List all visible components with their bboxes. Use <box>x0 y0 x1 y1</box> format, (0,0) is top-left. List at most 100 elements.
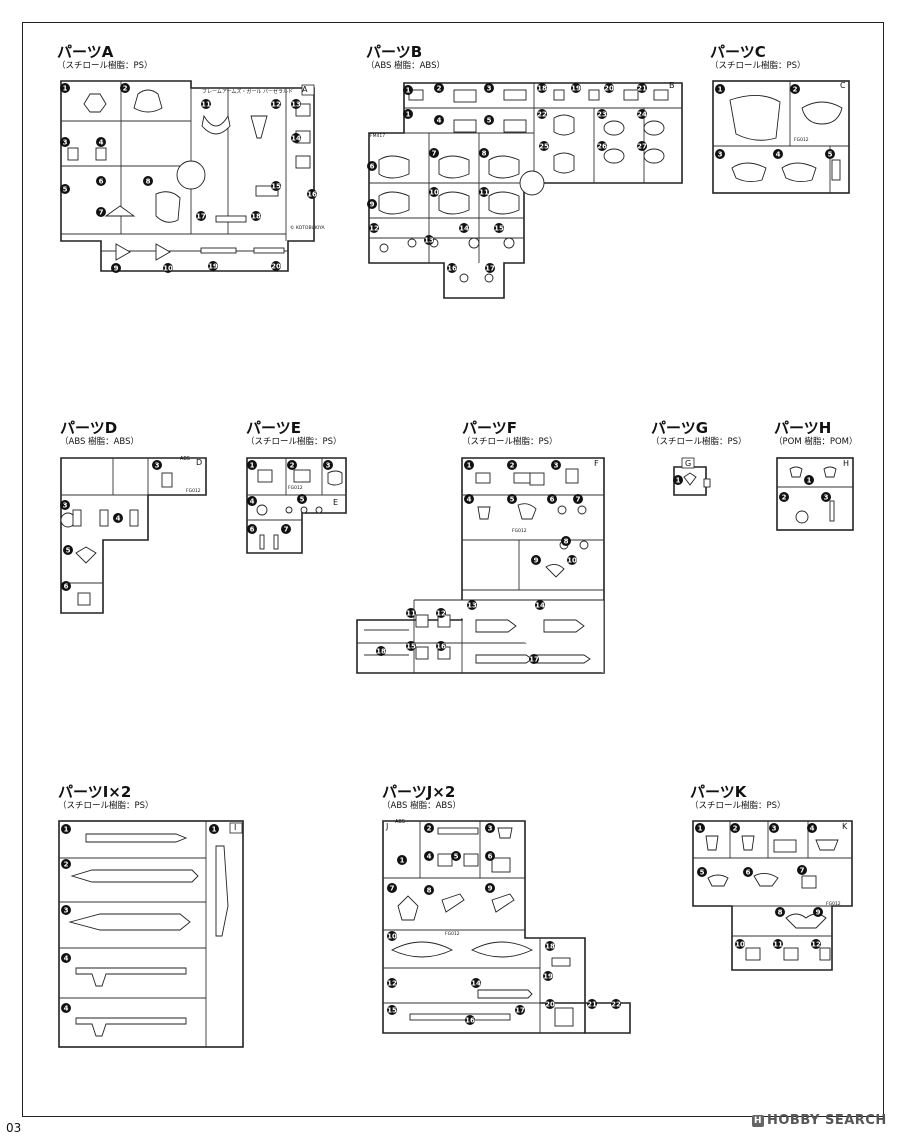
svg-text:12: 12 <box>271 101 281 109</box>
svg-text:14: 14 <box>459 225 469 233</box>
svg-text:1: 1 <box>406 87 411 95</box>
parts-b-title: パーツB <box>366 43 423 61</box>
svg-text:4: 4 <box>116 515 121 523</box>
svg-text:15: 15 <box>494 225 504 233</box>
svg-text:3: 3 <box>554 462 559 470</box>
hobbysearch-logo-icon: H <box>752 1115 764 1127</box>
svg-text:18: 18 <box>251 213 261 221</box>
svg-text:1: 1 <box>718 86 723 94</box>
svg-text:2: 2 <box>64 861 69 869</box>
runner-d-diagram: 3 3 4 5 6 <box>60 457 207 614</box>
svg-text:16: 16 <box>307 191 317 199</box>
svg-text:18: 18 <box>537 85 547 93</box>
runner-d-code: FG012 <box>186 489 201 494</box>
runner-f-diagram: 1 2 3 4 5 6 7 8 9 10 11 12 13 14 15 16 1… <box>356 457 605 674</box>
svg-text:25: 25 <box>539 143 549 151</box>
runner-i-letter: I <box>234 823 237 832</box>
page-number: 03 <box>6 1121 22 1135</box>
svg-text:5: 5 <box>63 186 68 194</box>
svg-text:3: 3 <box>772 825 777 833</box>
parts-e-title: パーツE <box>246 419 301 437</box>
svg-text:1: 1 <box>406 111 411 119</box>
svg-text:6: 6 <box>64 583 69 591</box>
svg-text:20: 20 <box>271 263 281 271</box>
svg-text:17: 17 <box>196 213 206 221</box>
svg-text:4: 4 <box>250 498 255 506</box>
runner-j-abs: ABS <box>395 819 405 825</box>
svg-text:10: 10 <box>429 189 439 197</box>
runner-f-code: FG012 <box>512 529 527 534</box>
svg-text:3: 3 <box>326 462 331 470</box>
parts-f-title: パーツF <box>462 419 517 437</box>
runner-k-diagram: 1 2 3 4 5 6 7 8 9 10 11 12 <box>692 820 853 971</box>
svg-text:7: 7 <box>390 885 395 893</box>
svg-text:3: 3 <box>488 825 493 833</box>
runner-e-letter: E <box>333 498 339 507</box>
svg-text:2: 2 <box>123 85 128 93</box>
svg-text:1: 1 <box>400 857 405 865</box>
svg-text:6: 6 <box>488 853 493 861</box>
svg-text:10: 10 <box>163 265 173 273</box>
svg-text:12: 12 <box>436 610 446 618</box>
svg-text:7: 7 <box>576 496 581 504</box>
parts-i-title: パーツI×2 <box>58 783 132 801</box>
svg-text:27: 27 <box>637 143 647 151</box>
parts-h-material: （POM 樹脂：POM） <box>774 437 858 447</box>
runner-e-code: FG012 <box>288 486 303 491</box>
svg-text:16: 16 <box>465 1017 475 1025</box>
runner-b-diagram: 1 1 2 3 4 5 6 7 8 9 10 11 12 13 14 15 16… <box>367 82 683 299</box>
svg-text:9: 9 <box>534 557 539 565</box>
parts-f-material: （スチロール樹脂：PS） <box>462 437 558 447</box>
runner-j-letter: J <box>386 822 389 831</box>
svg-text:16: 16 <box>447 265 457 273</box>
runner-b-code: FM417 <box>370 134 386 139</box>
svg-text:4: 4 <box>427 853 432 861</box>
svg-text:15: 15 <box>271 183 281 191</box>
svg-text:1: 1 <box>676 477 681 485</box>
svg-text:18: 18 <box>545 943 555 951</box>
svg-text:15: 15 <box>387 1007 397 1015</box>
runner-c-diagram: 1 2 3 4 5 <box>712 80 850 194</box>
svg-text:17: 17 <box>515 1007 525 1015</box>
svg-text:22: 22 <box>611 1001 621 1009</box>
parts-h-title: パーツH <box>774 419 832 437</box>
svg-text:4: 4 <box>64 1005 69 1013</box>
svg-text:6: 6 <box>250 526 255 534</box>
svg-text:3: 3 <box>824 494 829 502</box>
runner-a-letter: A <box>302 85 308 94</box>
parts-k-material: （スチロール樹脂：PS） <box>690 801 786 811</box>
runner-a-label: フレームアームズ・ガール バーゼラルド <box>202 89 293 95</box>
svg-text:10: 10 <box>567 557 577 565</box>
svg-text:24: 24 <box>637 111 647 119</box>
svg-text:17: 17 <box>485 265 495 273</box>
svg-text:1: 1 <box>64 826 69 834</box>
svg-text:2: 2 <box>782 494 787 502</box>
runner-b-letter: B <box>669 81 675 90</box>
svg-text:1: 1 <box>698 825 703 833</box>
svg-text:2: 2 <box>290 462 295 470</box>
svg-text:9: 9 <box>370 201 375 209</box>
svg-text:7: 7 <box>99 209 104 217</box>
runner-h-diagram: 1 2 3 <box>776 457 854 531</box>
runner-j-diagram: 2 3 1 4 5 6 7 8 9 10 18 12 14 19 15 16 1… <box>382 820 631 1034</box>
svg-text:21: 21 <box>637 85 647 93</box>
page-frame <box>22 22 884 1117</box>
parts-d-title: パーツD <box>60 419 118 437</box>
svg-text:21: 21 <box>587 1001 597 1009</box>
parts-d-material: （ABS 樹脂：ABS） <box>60 437 139 447</box>
svg-text:22: 22 <box>537 111 547 119</box>
svg-text:19: 19 <box>543 973 553 981</box>
svg-text:1: 1 <box>467 462 472 470</box>
svg-text:4: 4 <box>64 955 69 963</box>
svg-text:2: 2 <box>793 86 798 94</box>
svg-text:13: 13 <box>291 101 301 109</box>
svg-text:6: 6 <box>746 869 751 877</box>
svg-text:8: 8 <box>146 178 151 186</box>
svg-text:3: 3 <box>63 139 68 147</box>
svg-text:20: 20 <box>604 85 614 93</box>
svg-text:12: 12 <box>387 980 397 988</box>
svg-text:6: 6 <box>370 163 375 171</box>
svg-text:6: 6 <box>550 496 555 504</box>
parts-b-material: （ABS 樹脂：ABS） <box>366 61 445 71</box>
parts-i-material: （スチロール樹脂：PS） <box>58 801 154 811</box>
